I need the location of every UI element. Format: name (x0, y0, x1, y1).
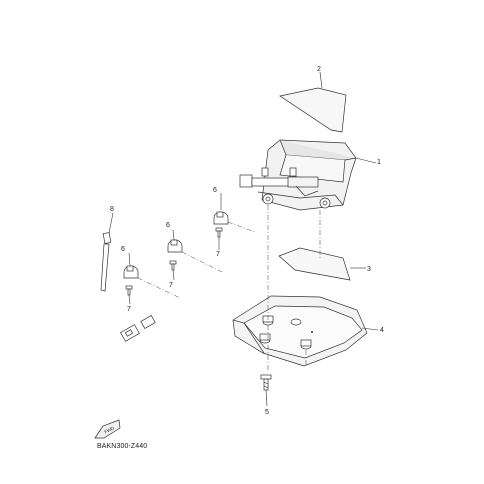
callout-1: 1 (377, 159, 381, 166)
front-direction-arrow: FWD (94, 419, 121, 439)
fastening-line-a (227, 221, 256, 233)
callout-2: 2 (317, 66, 321, 73)
part-6-clamp-b (167, 239, 183, 253)
callout-5: 5 (265, 409, 269, 416)
callout-7b: 7 (169, 282, 173, 289)
part-8-cable-tie (100, 232, 112, 292)
callout-6b: 6 (166, 222, 170, 229)
drawing-code: BAKN300-Z440 (97, 443, 148, 450)
callout-8: 8 (110, 206, 114, 213)
front-badge-label: FWD (104, 425, 116, 434)
callout-6c: 6 (121, 246, 125, 253)
part-2-pad (279, 87, 347, 133)
callout-7a: 7 (216, 251, 220, 258)
part-4-base-tray (232, 295, 368, 367)
part-7-screw-c (125, 285, 133, 296)
part-7-screw-b (169, 260, 177, 271)
fastening-line-c (137, 277, 181, 299)
callout-3: 3 (367, 266, 371, 273)
part-3-pad (278, 247, 351, 281)
callout-4: 4 (380, 327, 384, 334)
part-6-clamp-a (213, 211, 229, 225)
leader-lines (108, 71, 379, 407)
part-6-clamp-c (123, 265, 139, 279)
callout-7c: 7 (127, 306, 131, 313)
wire-harness (120, 204, 266, 342)
part-1-taillight-housing (239, 139, 357, 211)
part-5-screw (260, 374, 272, 391)
part-7-screw-a (215, 227, 223, 238)
callout-6a: 6 (213, 187, 217, 194)
fastening-line-b (181, 251, 223, 273)
